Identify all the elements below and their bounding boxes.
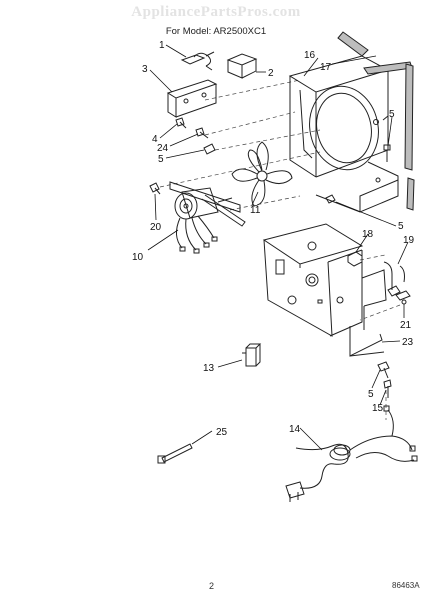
- figure-number: 86463A: [392, 581, 420, 590]
- part-25-wire-tie: [157, 443, 193, 464]
- part-14-wire-harness: [285, 405, 418, 502]
- callout-21: 21: [400, 320, 412, 331]
- screw-5-shroud: [325, 144, 391, 204]
- leader-lines: [147, 44, 409, 451]
- part-17-gaskets: [337, 31, 415, 211]
- screws-lower: [377, 361, 392, 398]
- screws-left: [175, 117, 216, 155]
- part-2-relay: [226, 53, 258, 79]
- callout-24: 24: [157, 143, 169, 154]
- part-23-base-panel: [262, 223, 387, 357]
- part-11-fan-blade: [231, 141, 293, 207]
- callout-11: 11: [250, 205, 261, 216]
- callout-23: 23: [402, 337, 414, 348]
- callout-19: 19: [403, 235, 415, 246]
- callout-5c: 5: [398, 221, 404, 232]
- callout-4: 4: [152, 134, 158, 145]
- callout-5d: 5: [368, 389, 374, 400]
- callout-16: 16: [304, 50, 316, 61]
- callout-25: 25: [216, 427, 228, 438]
- callout-17: 17: [320, 62, 332, 73]
- callout-10: 10: [132, 252, 144, 263]
- part-19-connector: [383, 261, 405, 297]
- callout-15: 15: [372, 403, 384, 414]
- callout-5a: 5: [158, 154, 164, 165]
- model-line: For Model: AR2500XC1: [165, 26, 267, 37]
- part-10-fan-motor: [169, 181, 246, 254]
- callout-13: 13: [203, 363, 215, 374]
- part-16-fan-shroud: [288, 55, 399, 213]
- callout-2: 2: [268, 68, 274, 79]
- page-number: 2: [209, 581, 215, 591]
- callout-20: 20: [150, 222, 162, 233]
- callout-3: 3: [142, 64, 148, 75]
- part-1-sensor: [180, 51, 215, 71]
- callout-18: 18: [362, 229, 374, 240]
- assembly-lines: [159, 79, 401, 420]
- callout-5b: 5: [389, 109, 395, 120]
- part-3-bracket: [166, 79, 218, 118]
- watermark: AppliancePartsPros.com: [131, 4, 301, 20]
- callout-1: 1: [159, 40, 165, 51]
- callout-labels: 1 2 3 4 24 5 16 17 5 11 20 10 5 18 19 21…: [132, 40, 415, 438]
- callout-14: 14: [289, 424, 301, 435]
- part-13-clip: [242, 343, 262, 367]
- part-20-screw: [149, 182, 161, 195]
